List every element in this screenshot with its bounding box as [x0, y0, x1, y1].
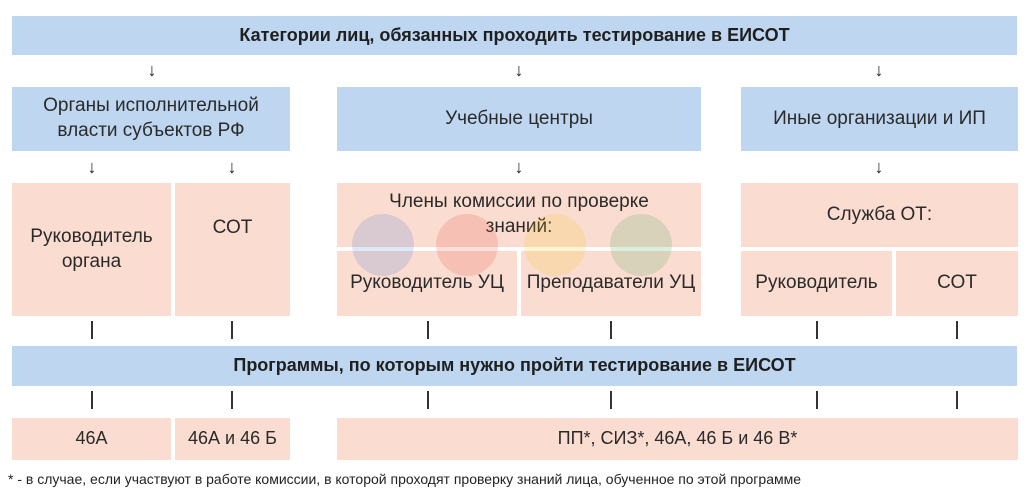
- arrow-down-icon: ↓: [514, 60, 524, 80]
- categories-header: Категории лиц, обязанных проходить тести…: [12, 16, 1017, 55]
- ot-service-box: Служба ОТ:: [741, 183, 1018, 247]
- connector-line: [231, 391, 233, 409]
- category-other-orgs: Иные организации и ИП: [741, 87, 1018, 151]
- arrow-down-icon: ↓: [227, 157, 237, 177]
- watermark-circle: [352, 214, 414, 276]
- arrow-down-icon: ↓: [874, 157, 884, 177]
- arrow-down-icon: ↓: [514, 157, 524, 177]
- connector-line: [610, 391, 612, 409]
- watermark-circle: [610, 214, 672, 276]
- gov-head-box: Руководитель органа: [12, 183, 171, 316]
- other-head-box: Руководитель: [741, 251, 892, 316]
- connector-line: [956, 391, 958, 409]
- arrow-down-icon: ↓: [147, 60, 157, 80]
- connector-line: [91, 321, 93, 339]
- program-gov-head: 46А: [12, 418, 171, 460]
- connector-line: [610, 321, 612, 339]
- gov-sot-box: СОТ: [175, 183, 290, 316]
- arrow-down-icon: ↓: [874, 60, 884, 80]
- connector-line: [816, 321, 818, 339]
- category-training-centers: Учебные центры: [337, 87, 701, 151]
- watermark-circle: [524, 214, 586, 276]
- category-gov-authorities: Органы исполнительной власти субъектов Р…: [12, 87, 290, 151]
- training-teachers-box: Преподаватели УЦ: [521, 251, 701, 316]
- connector-line: [231, 321, 233, 339]
- connector-line: [816, 391, 818, 409]
- arrow-down-icon: ↓: [87, 157, 97, 177]
- training-head-box: Руководитель УЦ: [337, 251, 517, 316]
- program-gov-sot: 46А и 46 Б: [175, 418, 290, 460]
- program-rest: ПП*, СИЗ*, 46А, 46 Б и 46 В*: [337, 418, 1018, 460]
- connector-line: [91, 391, 93, 409]
- connector-line: [427, 391, 429, 409]
- commission-members-box: Члены комиссии по проверке знаний:: [337, 183, 701, 247]
- watermark-circle: [436, 214, 498, 276]
- footnote: * - в случае, если участвуют в работе ко…: [8, 471, 802, 487]
- other-sot-box: СОТ: [896, 251, 1018, 316]
- programs-header: Программы, по которым нужно пройти тести…: [12, 346, 1017, 386]
- connector-line: [956, 321, 958, 339]
- connector-line: [427, 321, 429, 339]
